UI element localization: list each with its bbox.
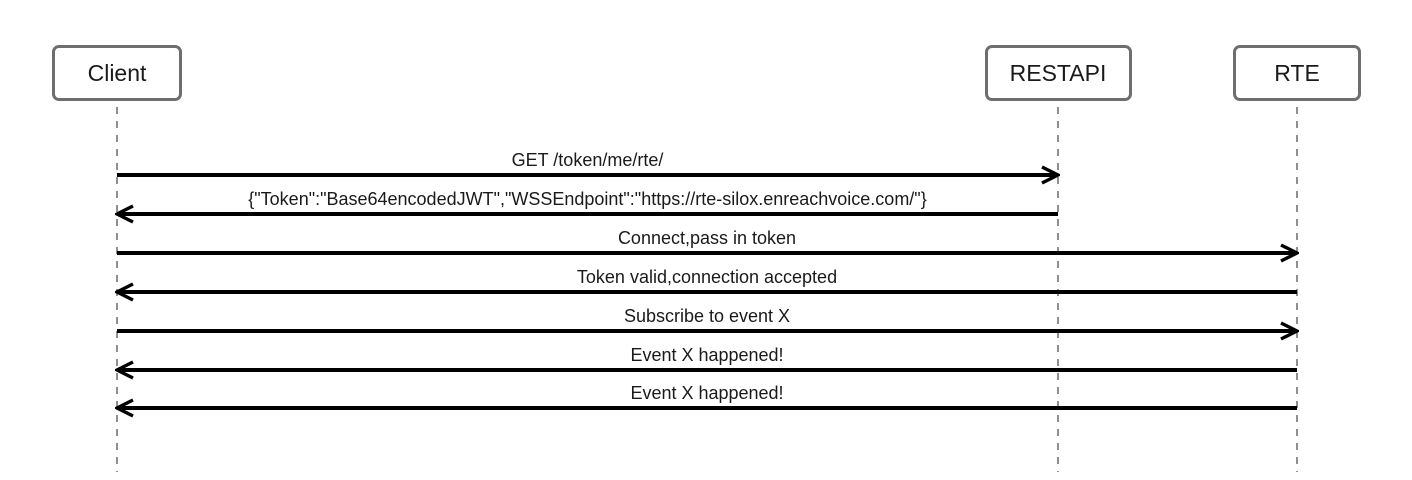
message-arrow: Token valid,connection accepted [115, 267, 1297, 302]
arrowhead-icon [1280, 243, 1299, 263]
arrowhead-icon [115, 282, 134, 302]
message-label: Subscribe to event X [623, 305, 791, 326]
participant-box: RESTAPI [984, 45, 1132, 101]
participant-label: RTE [1274, 59, 1320, 86]
message-arrow: GET /token/me/rte/ [117, 150, 1060, 185]
message-label: Connect,pass in token [617, 227, 797, 248]
participant-box: RTE [1233, 45, 1361, 101]
message-arrow: Event X happened! [115, 383, 1297, 418]
message-label: Event X happened! [630, 382, 784, 403]
message-arrow: Connect,pass in token [117, 228, 1299, 263]
arrowhead-icon [1041, 165, 1060, 185]
message-arrow: {"Token":"Base64encodedJWT","WSSEndpoint… [115, 189, 1058, 224]
arrowhead-icon [1280, 321, 1299, 341]
arrowhead-icon [115, 360, 134, 380]
lifeline [1296, 107, 1298, 472]
participant-box: Client [52, 45, 182, 101]
arrowhead-icon [115, 398, 134, 418]
message-label: Event X happened! [630, 344, 784, 365]
lifeline [116, 107, 118, 472]
participant-label: Client [87, 59, 147, 86]
message-arrow: Subscribe to event X [117, 306, 1299, 341]
lifeline [1057, 107, 1059, 472]
participant-label: RESTAPI [1009, 59, 1107, 86]
message-label: {"Token":"Base64encodedJWT","WSSEndpoint… [248, 188, 927, 209]
message-arrow: Event X happened! [115, 345, 1297, 380]
message-label: Token valid,connection accepted [576, 266, 838, 287]
arrowhead-icon [115, 204, 134, 224]
message-label: GET /token/me/rte/ [511, 149, 664, 170]
